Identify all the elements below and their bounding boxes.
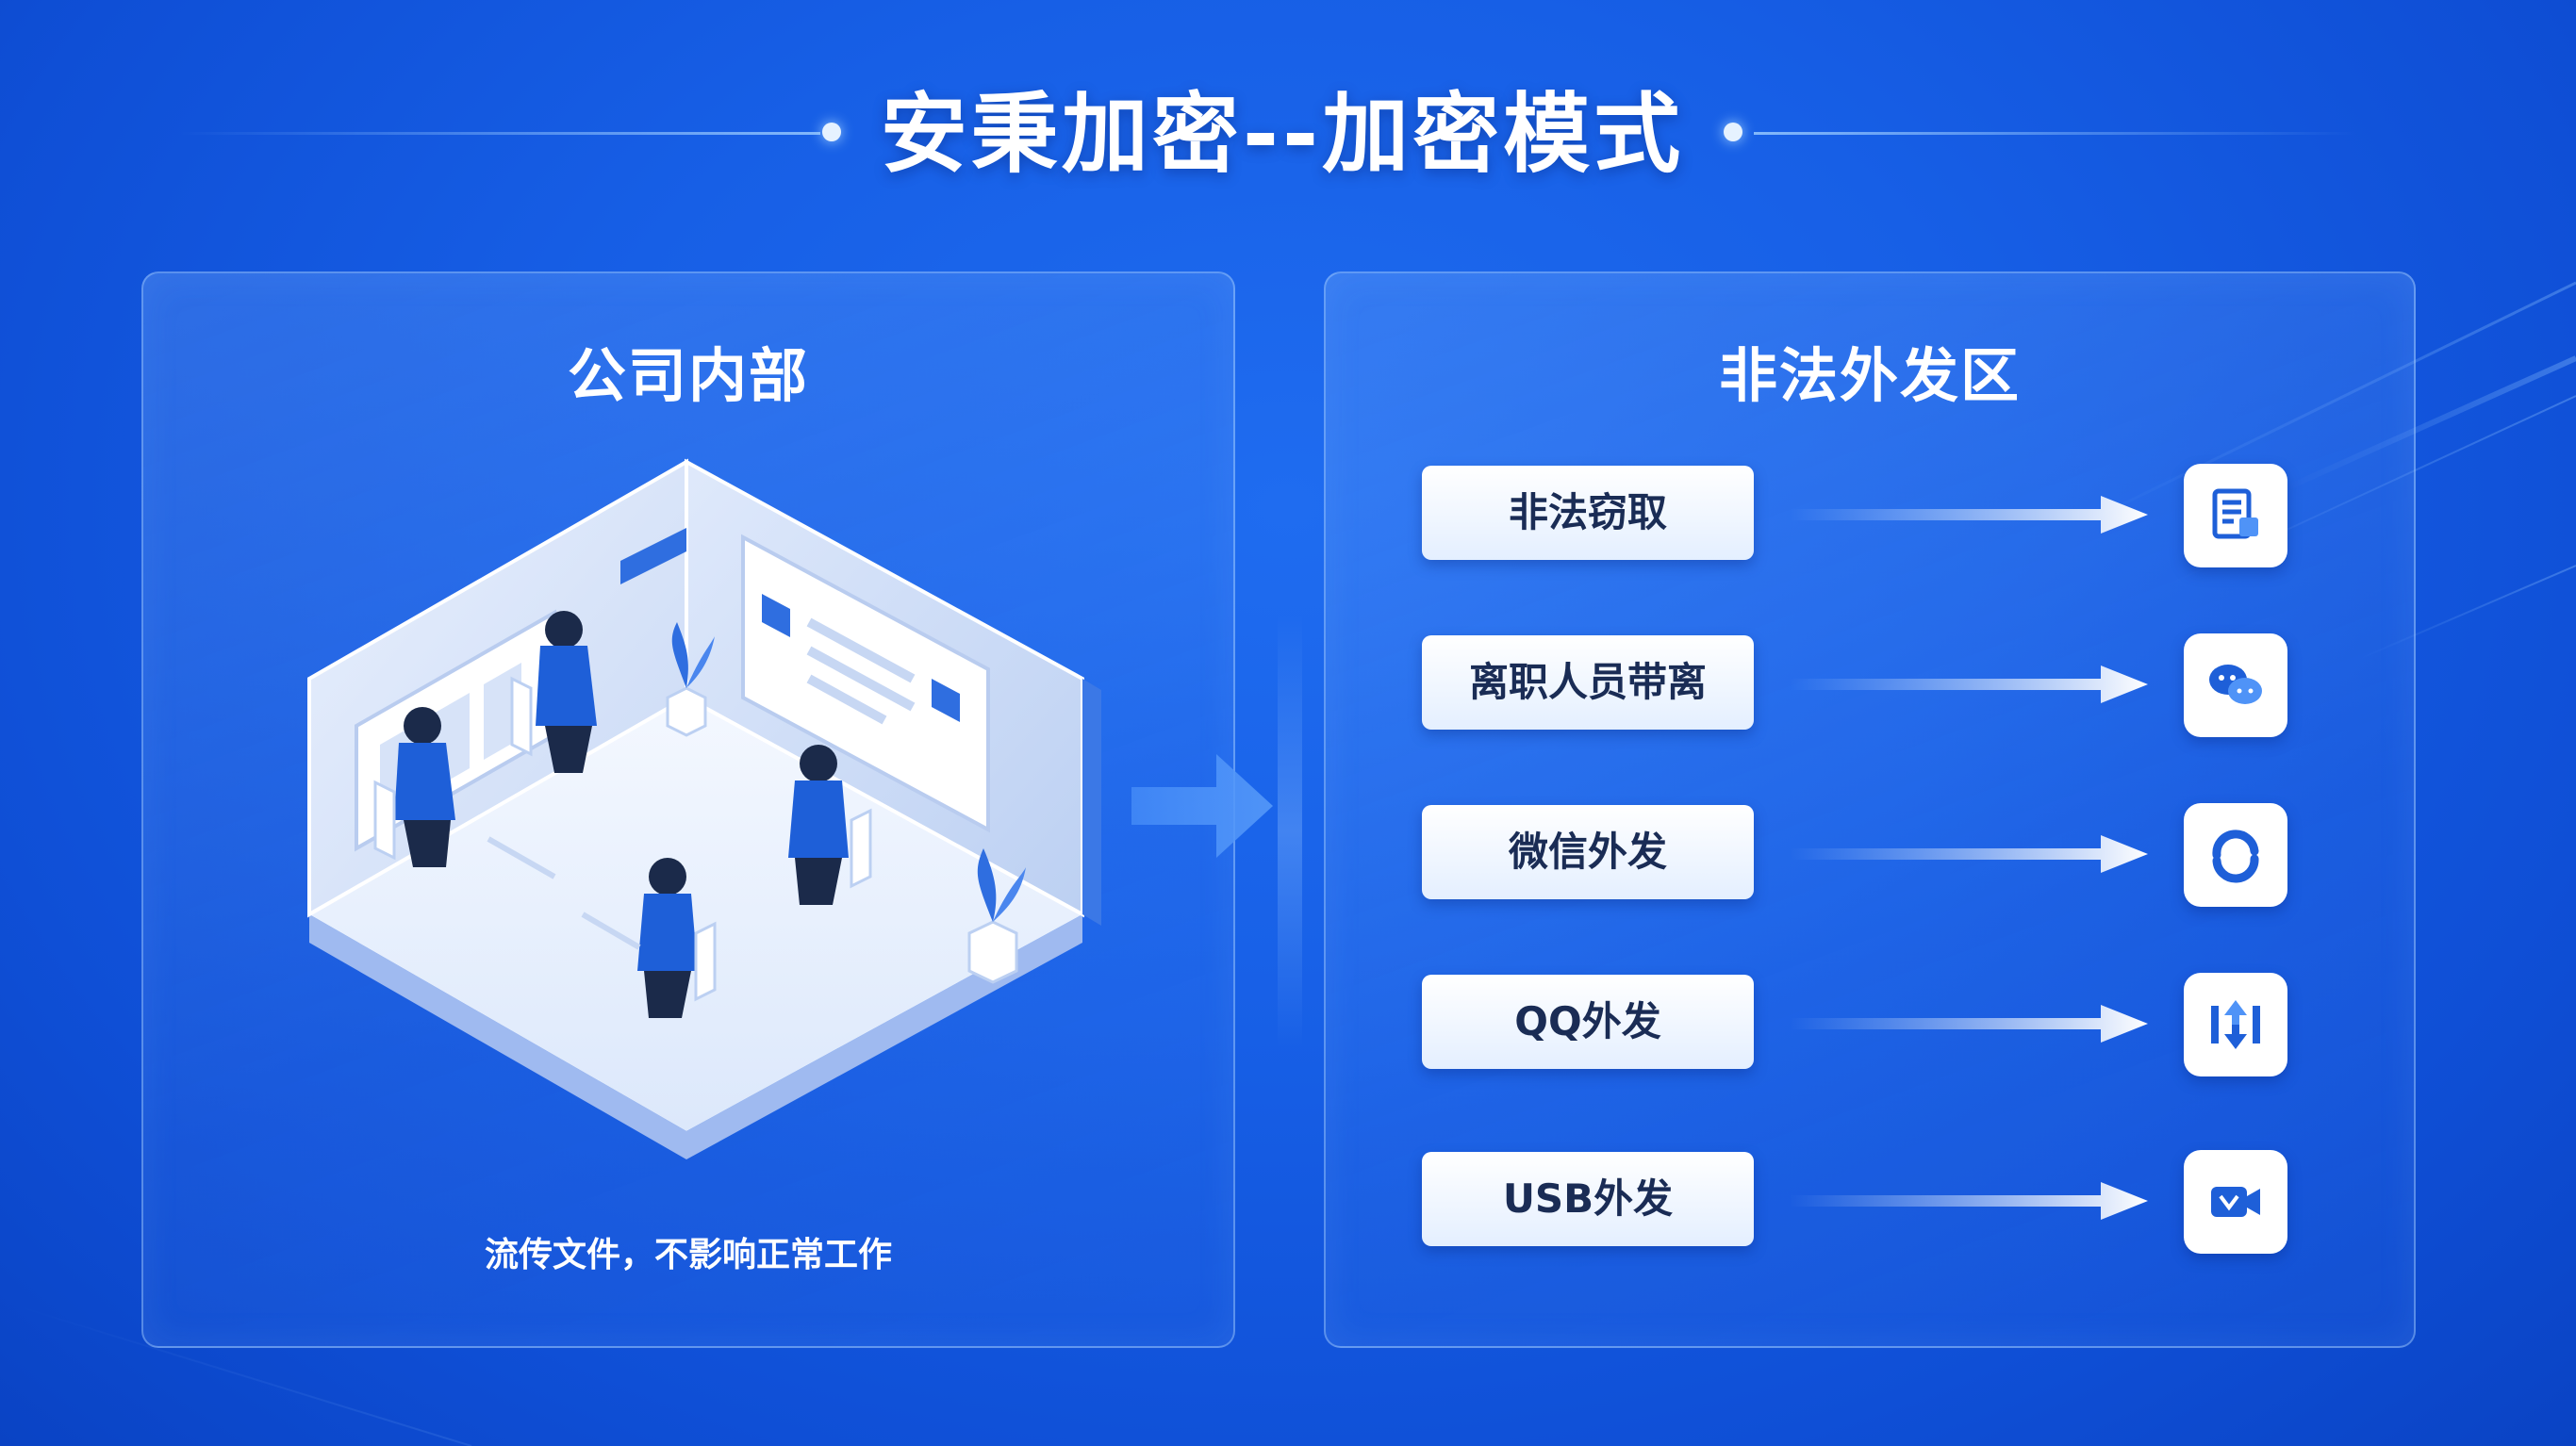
title-divider-left	[179, 132, 820, 135]
right-panel-title: 非法外发区	[1718, 341, 2021, 410]
company-internal-panel: 公司内部	[141, 271, 1235, 1348]
connector-bar	[1278, 615, 1302, 1048]
office-meeting-illustration	[307, 458, 1101, 1159]
arrow-right-icon	[1790, 1005, 2148, 1043]
arrow-right-icon	[1790, 835, 2148, 873]
flow-arrow-icon	[1131, 754, 1273, 858]
arrow-right-icon	[1790, 665, 2148, 703]
refresh-ring-icon	[2184, 803, 2287, 907]
illegal-outbound-panel: 非法外发区 非法窃取 离职人员带离 微信外发 QQ外发	[1324, 271, 2416, 1348]
outbound-row-theft: 非法窃取	[1422, 464, 2327, 567]
arrow-right-icon	[1790, 496, 2148, 534]
left-panel-caption: 流传文件，不影响正常工作	[484, 1236, 892, 1274]
arrow-right-icon	[1790, 1182, 2148, 1220]
outbound-label: 非法窃取	[1422, 466, 1754, 560]
outbound-row-usb: USB外发	[1422, 1150, 2327, 1254]
left-panel-title: 公司内部	[567, 341, 809, 410]
outbound-label: 离职人员带离	[1422, 635, 1754, 730]
outbound-row-qq: QQ外发	[1422, 973, 2327, 1076]
outbound-row-resigned: 离职人员带离	[1422, 633, 2327, 737]
outbound-label: QQ外发	[1422, 975, 1754, 1069]
outbound-label: 微信外发	[1422, 805, 1754, 899]
outbound-row-wechat: 微信外发	[1422, 803, 2327, 907]
transfer-icon	[2184, 973, 2287, 1076]
title-dot-left	[822, 123, 841, 141]
outbound-label: USB外发	[1422, 1152, 1754, 1246]
title-row: 安秉加密--加密模式	[0, 83, 2576, 205]
title-divider-right	[1754, 132, 2357, 135]
page-title: 安秉加密--加密模式	[880, 84, 1685, 185]
title-dot-right	[1724, 123, 1742, 141]
video-camera-icon	[2184, 1150, 2287, 1254]
wechat-icon	[2184, 633, 2287, 737]
document-icon	[2184, 464, 2287, 567]
